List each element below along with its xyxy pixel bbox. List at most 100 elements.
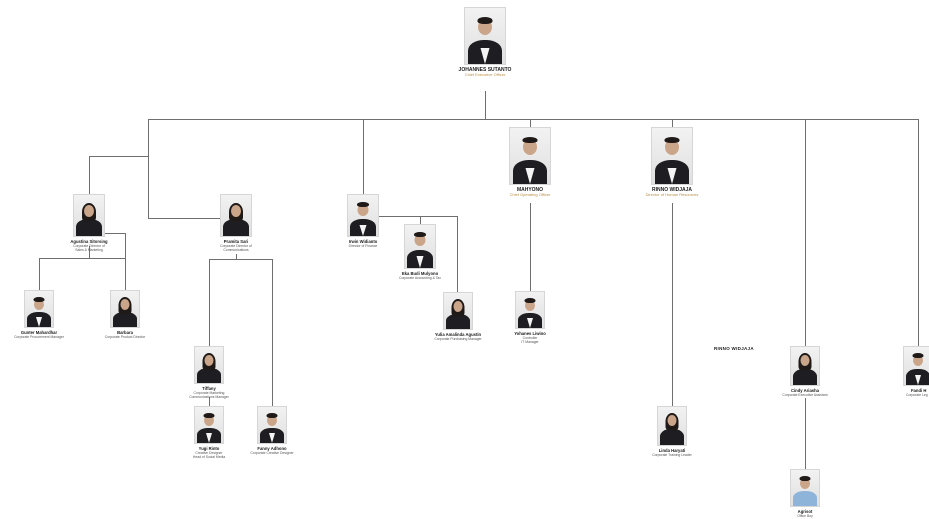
person-name: RINNO WIDJAJA: [651, 187, 692, 193]
female-executive-photo: [194, 346, 224, 384]
person-title: Corporate Purchasing Manager: [434, 337, 482, 341]
person-name: Yugi Rinto: [198, 446, 220, 451]
connector-line: [89, 156, 149, 157]
connector-line: [148, 119, 919, 120]
person-title: Director of Human Resources: [645, 192, 699, 197]
person-name: Tiffany: [202, 386, 216, 391]
female-executive-photo: [657, 406, 687, 446]
person-title: Corporate Product Director: [104, 335, 146, 339]
org-node-mahyono[interactable]: MAHYONO Chief Operating Officer: [495, 127, 565, 197]
connector-line: [39, 258, 125, 259]
person-title: Communications: [223, 248, 249, 253]
person-name: Pramita Sari: [223, 239, 249, 244]
person-name: Fanny Adhono: [257, 446, 287, 451]
org-node-gunter[interactable]: Gunter Mahardhar Corporate Procurement M…: [9, 290, 69, 339]
org-node-rinno[interactable]: RINNO WIDJAJA Director of Human Resource…: [632, 127, 712, 197]
person-title: Corporate Leg: [906, 393, 928, 397]
person-title: Head of Social Media: [192, 455, 226, 460]
person-title: Corporate Director of: [73, 244, 105, 248]
person-name: Eka Budi Mulyono: [401, 271, 439, 276]
female-executive-photo: [110, 290, 140, 328]
person-name: Linda Haryati: [658, 448, 686, 453]
male-executive-photo: [515, 291, 545, 329]
org-node-pramita[interactable]: Pramita Sari Corporate Director of Commu…: [206, 194, 266, 252]
org-node-agrisot[interactable]: Agrisot Office Boy: [775, 469, 835, 518]
male-executive-photo: [651, 127, 693, 185]
connector-line: [89, 246, 90, 258]
connector-line: [420, 216, 421, 224]
connector-line: [272, 259, 273, 406]
connector-line: [805, 119, 806, 348]
connector-line: [236, 254, 237, 260]
org-node-irwin[interactable]: Irwin Widianto Director of Finance: [333, 194, 393, 248]
person-name: Barbara: [117, 330, 133, 335]
person-name: Fandi H: [911, 388, 927, 393]
connector-line: [918, 119, 919, 348]
connector-line: [89, 156, 90, 194]
person-title: Communications Manager: [189, 395, 229, 400]
org-node-tiffany[interactable]: Tiffany Corporate Marketing Communicatio…: [179, 346, 239, 399]
connector-line: [530, 203, 531, 291]
person-title: Corporate Director of: [220, 244, 252, 248]
connector-line: [209, 259, 210, 346]
connector-line: [485, 91, 486, 120]
connector-line: [457, 216, 458, 292]
org-node-yugi[interactable]: Yugi Rinto Creative Designer Head of Soc…: [179, 406, 239, 459]
person-title: Corporate Procurement Manager: [14, 335, 64, 339]
female-executive-photo: [790, 346, 820, 386]
male-executive-photo: [464, 7, 506, 65]
male-staff-photo: [790, 469, 820, 507]
org-node-yohanes[interactable]: Yohanes Liwino Controller IT Manager: [500, 291, 560, 344]
female-executive-photo: [73, 194, 105, 237]
connector-line: [209, 397, 210, 406]
person-title: Director of Finance: [348, 244, 378, 248]
person-title: Controller: [522, 336, 538, 340]
connector-line: [363, 119, 364, 194]
person-title: Creative Designer: [195, 451, 223, 455]
male-executive-photo: [194, 406, 224, 444]
org-node-agustina[interactable]: Agustina Sitorsing Corporate Director of…: [59, 194, 119, 252]
person-title: IT Manager: [521, 340, 539, 345]
person-name: Yohanes Liwino: [514, 331, 546, 336]
org-node-barbara[interactable]: Barbara Corporate Product Director: [95, 290, 155, 339]
org-node-eka[interactable]: Eka Budi Mulyono Corporate Accounting & …: [385, 224, 455, 280]
connector-line: [805, 398, 806, 469]
male-executive-photo: [347, 194, 379, 237]
person-name: Gunter Mahardhar: [20, 330, 58, 335]
connector-line: [125, 233, 126, 290]
person-title: Corporate Accounting & Tax: [399, 276, 441, 280]
connector-line: [363, 216, 458, 217]
org-node-linda[interactable]: Linda Haryati Corporate Training Leader: [637, 406, 707, 457]
male-executive-photo: [257, 406, 287, 444]
person-title: Office Boy: [797, 514, 813, 518]
male-executive-photo: [509, 127, 551, 185]
org-node-cindy[interactable]: Cindy Ariasha Corporate Executive Assist…: [770, 346, 840, 397]
female-executive-photo: [220, 194, 252, 237]
person-title: Corporate Training Leader: [652, 453, 692, 457]
person-title: Corporate Marketing: [193, 391, 225, 395]
org-node-fandi[interactable]: Fandi H Corporate Leg: [894, 346, 929, 397]
org-node-yulia[interactable]: Yulia Amalinda Agustin Corporate Purchas…: [422, 292, 494, 341]
person-name: Agustina Sitorsing: [70, 239, 108, 244]
connector-line: [39, 258, 40, 290]
connector-line: [530, 119, 531, 127]
person-title: Corporate Executive Assistant: [782, 393, 828, 397]
connector-line: [89, 233, 125, 234]
person-title: Sales & Marketing: [75, 248, 103, 253]
floating-name-label: RINNO WIDJAJA: [714, 346, 754, 351]
person-name: Yulia Amalinda Agustin: [434, 332, 482, 337]
connector-line: [148, 119, 149, 219]
male-executive-photo: [903, 346, 929, 386]
person-name: Irwin Widianto: [348, 239, 378, 244]
person-name: Cindy Ariasha: [790, 388, 819, 393]
person-title: Corporate Creative Designer: [250, 451, 294, 455]
connector-line: [148, 218, 236, 219]
person-name: MAHYONO: [516, 187, 544, 193]
connector-line: [209, 259, 272, 260]
org-node-ceo[interactable]: JOHANNES SUTANTO Chief Executive Officer: [445, 7, 525, 77]
connector-line: [672, 119, 673, 127]
male-executive-photo: [24, 290, 54, 328]
org-node-fanny[interactable]: Fanny Adhono Corporate Creative Designer: [240, 406, 304, 455]
person-name: JOHANNES SUTANTO: [458, 67, 512, 73]
